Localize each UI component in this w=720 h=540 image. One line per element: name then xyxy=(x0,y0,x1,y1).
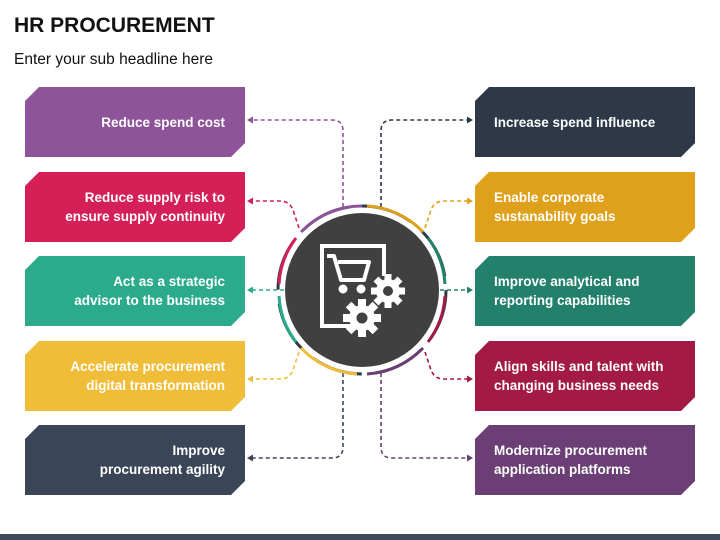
right-box-3-line1: Improve analytical and xyxy=(494,274,640,289)
right-box-5-line2: application platforms xyxy=(494,462,631,477)
left-box-5-line2: procurement agility xyxy=(99,462,225,477)
connector-left-5 xyxy=(249,373,344,459)
footer-bar xyxy=(0,534,720,540)
right-box-4-line2: changing business needs xyxy=(494,378,660,393)
left-box-improve-agility: Improve procurement agility xyxy=(25,425,245,495)
left-box-accelerate-procurement: Accelerate procurement digital transform… xyxy=(25,341,245,411)
right-box-5-line1: Modernize procurement xyxy=(494,443,648,458)
connector-right-5 xyxy=(380,373,471,459)
shopping-cart-with-gears-icon xyxy=(320,244,405,337)
left-box-4-line1: Accelerate procurement xyxy=(70,359,225,374)
arrow-left-4 xyxy=(247,375,253,383)
right-box-4-line1: Align skills and talent with xyxy=(494,359,664,374)
connector-left-1 xyxy=(249,119,344,207)
right-box-modernize-platforms: Modernize procurement application platfo… xyxy=(475,425,695,495)
left-box-strategic-advisor: Act as a strategic advisor to the busine… xyxy=(25,256,245,326)
arrow-right-1 xyxy=(467,116,473,124)
right-box-2-line2: sustanability goals xyxy=(494,209,616,224)
arrow-right-4 xyxy=(467,375,473,383)
left-box-5-line1: Improve xyxy=(172,443,225,458)
left-box-3-line1: Act as a strategic xyxy=(113,274,225,289)
right-box-sustainability-goals: Enable corporate sustanability goals xyxy=(475,172,695,242)
right-box-2-line1: Enable corporate xyxy=(494,190,605,205)
left-box-2-line1: Reduce supply risk to xyxy=(84,190,225,205)
arrow-left-5 xyxy=(247,454,253,462)
arrow-left-1 xyxy=(247,116,253,124)
left-box-reduce-spend-cost: Reduce spend cost xyxy=(25,87,245,157)
arrow-right-5 xyxy=(467,454,473,462)
page-subtitle: Enter your sub headline here xyxy=(14,51,214,68)
connector-left-2 xyxy=(249,200,300,229)
right-box-3-line2: reporting capabilities xyxy=(494,293,631,308)
hub-ring xyxy=(276,204,448,376)
connector-right-1 xyxy=(380,119,471,207)
left-box-3-line2: advisor to the business xyxy=(74,293,225,308)
right-box-analytical-reporting: Improve analytical and reporting capabil… xyxy=(475,256,695,326)
right-box-align-skills: Align skills and talent with changing bu… xyxy=(475,341,695,411)
connector-right-4 xyxy=(424,351,471,380)
left-box-2-line2: ensure supply continuity xyxy=(65,209,225,224)
arrow-left-3 xyxy=(247,286,253,294)
connector-right-2 xyxy=(424,200,471,229)
arrow-right-2 xyxy=(467,197,473,205)
right-box-increase-spend-influence: Increase spend influence xyxy=(475,87,695,157)
left-box-1-line1: Reduce spend cost xyxy=(101,114,225,130)
arrow-left-2 xyxy=(247,197,253,205)
left-box-reduce-supply-risk: Reduce supply risk to ensure supply cont… xyxy=(25,172,245,242)
left-box-4-line2: digital transformation xyxy=(86,378,225,393)
page-title: HR PROCUREMENT xyxy=(14,14,215,37)
right-box-1-line1: Increase spend influence xyxy=(494,114,656,130)
connector-left-4 xyxy=(249,351,300,380)
arrow-right-3 xyxy=(467,286,473,294)
